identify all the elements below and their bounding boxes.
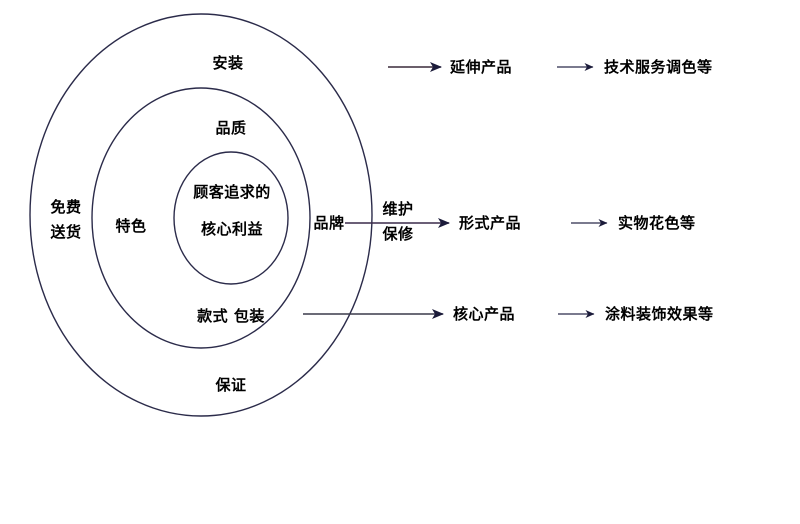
callout-level-extended-product: 延伸产品 (450, 58, 513, 76)
ring-label-guarantee: 保证 (215, 376, 247, 394)
callout-level-formal-product: 形式产品 (459, 214, 522, 232)
callout-level-core-product: 核心产品 (453, 305, 516, 323)
ring-label-brand: 品牌 (313, 214, 345, 232)
ring-label-style-packaging: 款式 包装 (197, 307, 265, 325)
callout-example-formal-product: 实物花色等 (618, 214, 696, 232)
ring-label-quality: 品质 (215, 119, 247, 137)
outer-ring-ellipse (29, 13, 373, 417)
ring-label-features: 特色 (115, 217, 147, 235)
callout-example-extended-product: 技术服务调色等 (604, 58, 713, 76)
ring-label-free-delivery: 免费 送货 (50, 198, 82, 241)
middle-ring-ellipse (91, 87, 311, 349)
callout-example-core-product: 涂料装饰效果等 (605, 305, 714, 323)
ring-label-install: 安装 (212, 54, 244, 72)
core-label-line-2: 核心利益 (200, 220, 264, 238)
ring-label-warranty-maintenance: 维护 保修 (382, 200, 414, 243)
inner-core-ellipse (173, 151, 289, 285)
core-label-line-1: 顾客追求的 (193, 183, 271, 201)
